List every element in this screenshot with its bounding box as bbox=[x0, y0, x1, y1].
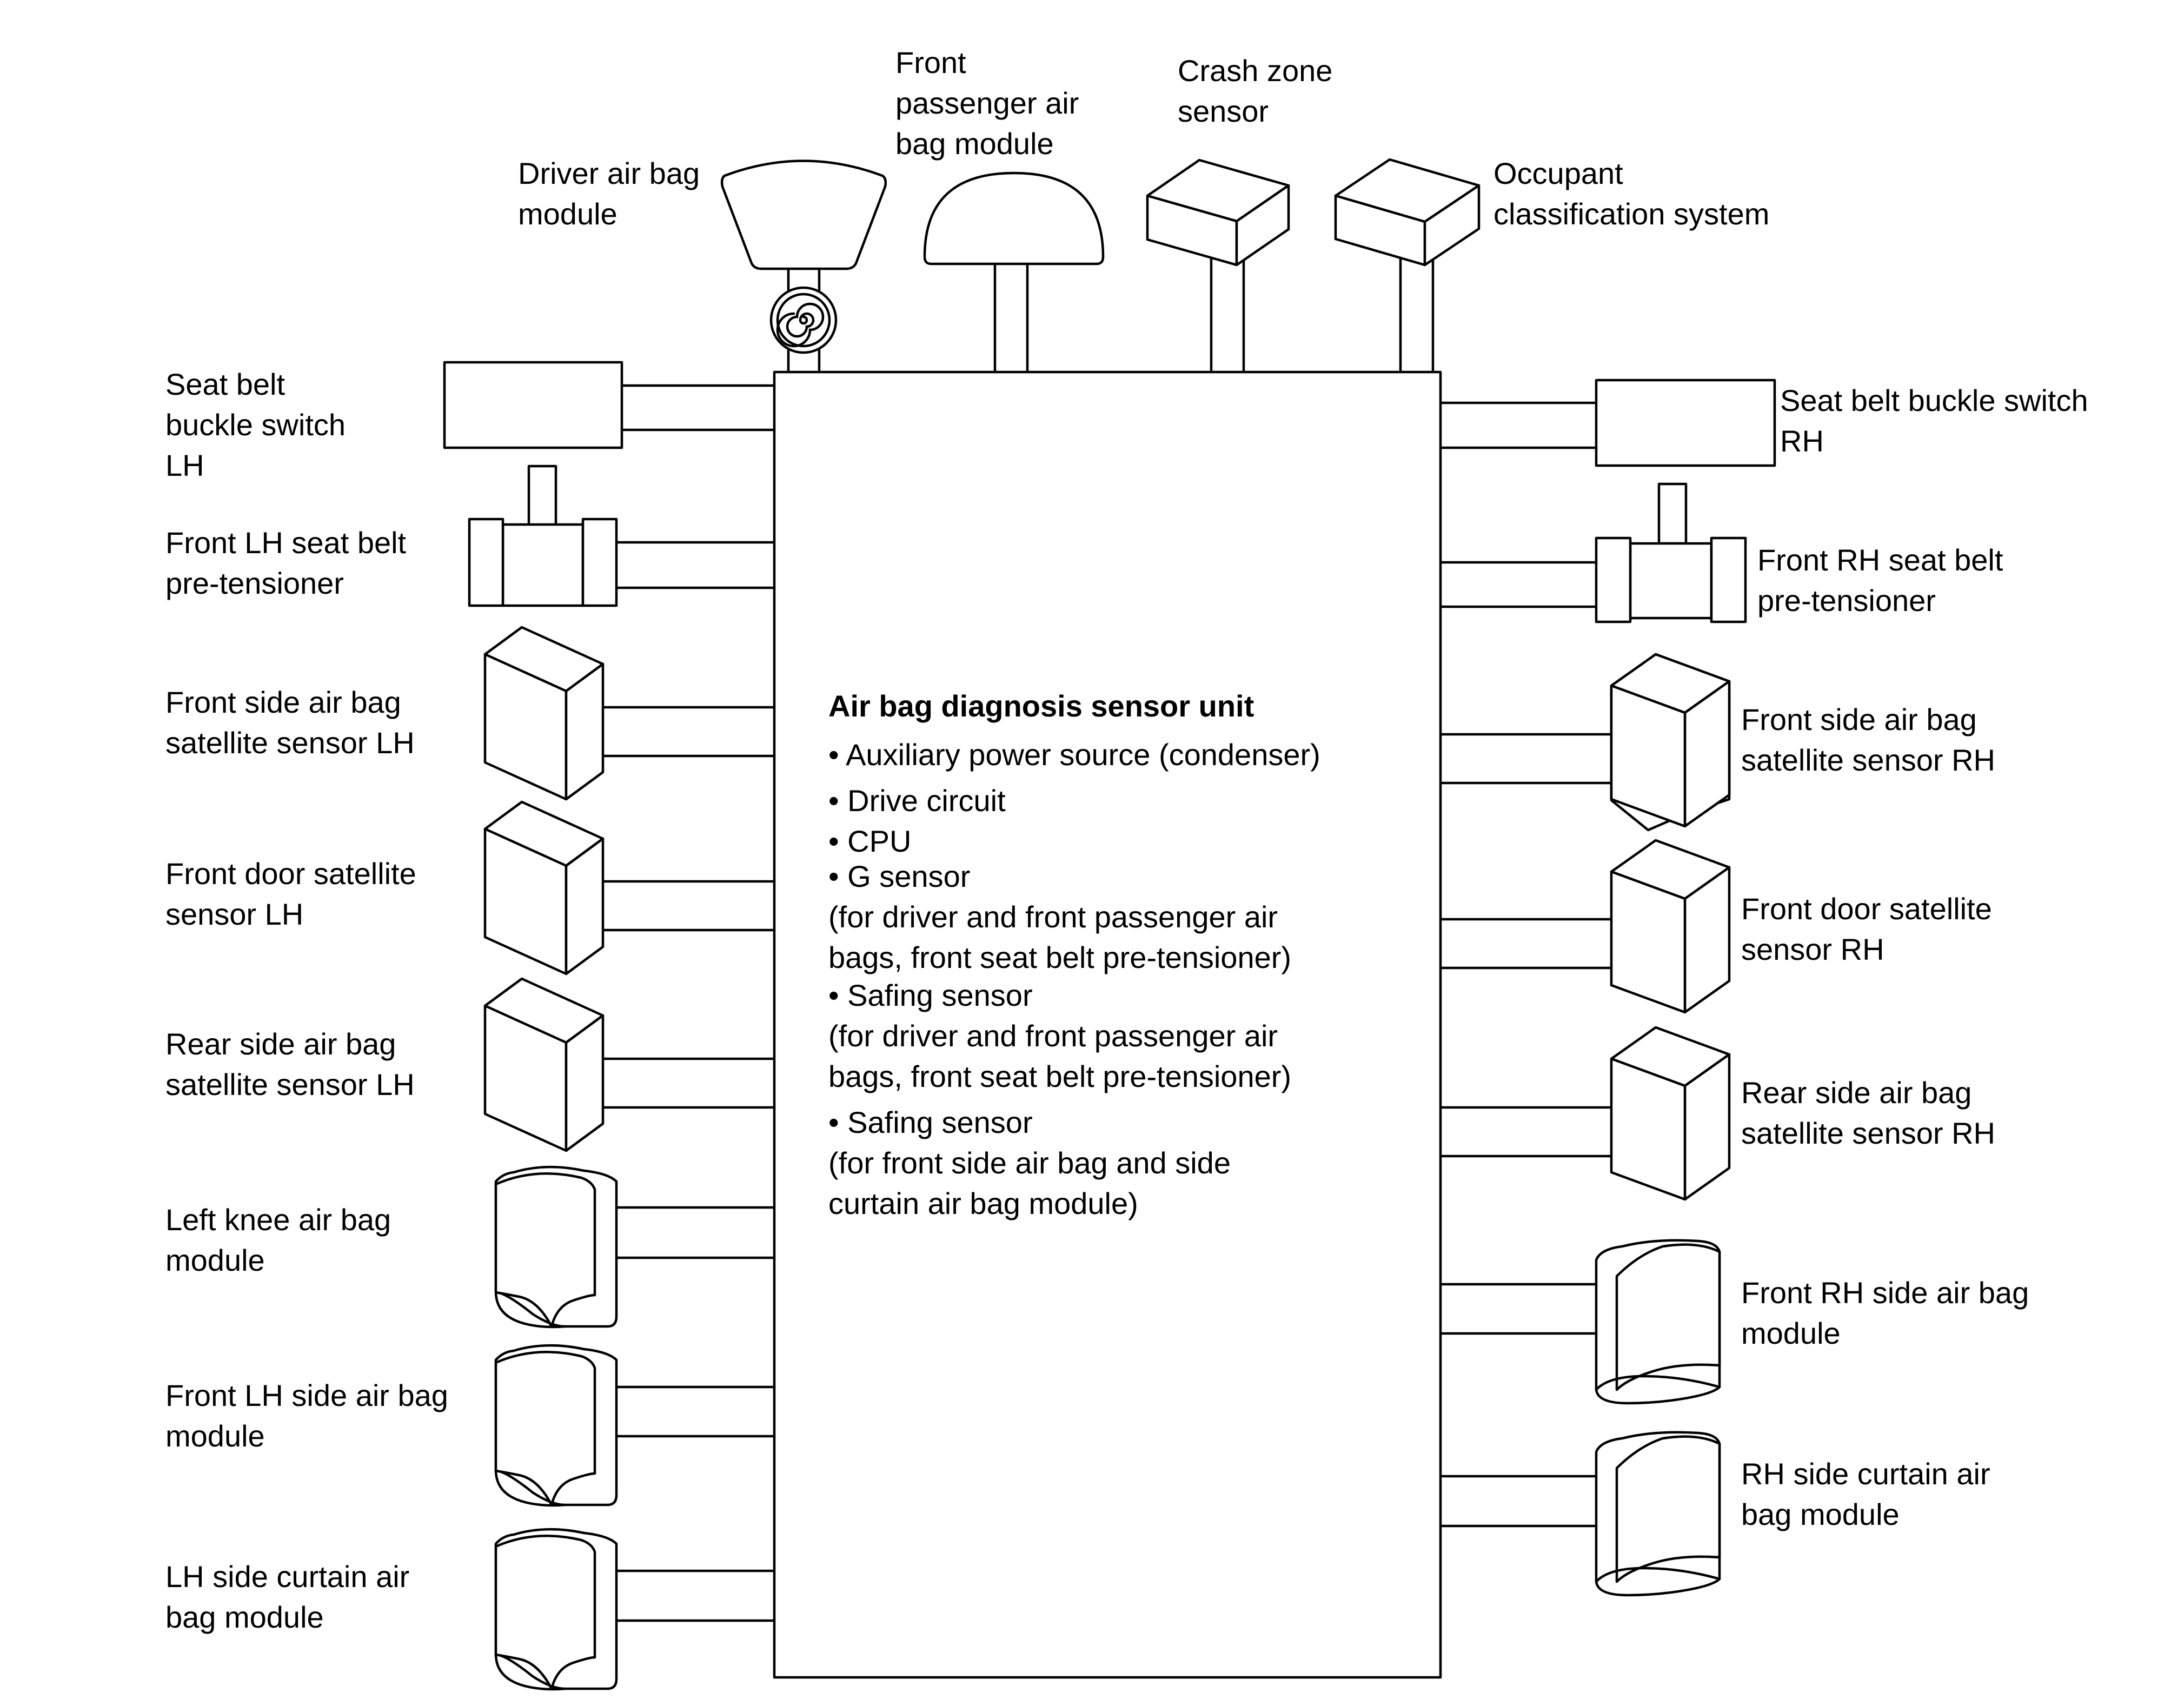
label: Front LH side air bag bbox=[165, 1378, 448, 1412]
label: Driver air bag bbox=[518, 156, 700, 190]
unit-line: bags, front seat belt pre-tensioner) bbox=[828, 940, 1291, 974]
airbag-module-icon bbox=[1615, 1435, 1721, 1583]
label: Crash zone bbox=[1178, 54, 1332, 88]
label: module bbox=[165, 1243, 265, 1277]
label: satellite sensor LH bbox=[165, 1067, 415, 1101]
clock-spring-icon bbox=[769, 286, 838, 354]
steering-airbag-icon bbox=[720, 160, 887, 270]
label: LH bbox=[165, 448, 204, 482]
unit-line: • Safing sensor bbox=[828, 1105, 1033, 1139]
label: bag module bbox=[895, 127, 1054, 161]
label: buckle switch bbox=[165, 408, 346, 442]
label: sensor bbox=[1178, 94, 1269, 128]
airbag-module-icon bbox=[494, 1172, 596, 1328]
label: sensor RH bbox=[1741, 932, 1884, 966]
unit-title: Air bag diagnosis sensor unit bbox=[828, 689, 1254, 723]
front-rh-seat-belt-pretensioner: Front RH seat belt pre-tensioner bbox=[1439, 482, 2003, 623]
unit-line: (for driver and front passenger air bbox=[828, 900, 1278, 934]
label: LH side curtain air bbox=[165, 1559, 409, 1594]
label: bag module bbox=[165, 1600, 324, 1634]
unit-line: • Auxiliary power source (condenser) bbox=[828, 738, 1320, 772]
front-side-satellite-sensor-lh: Front side air bag satellite sensor LH bbox=[165, 626, 776, 801]
label: Occupant bbox=[1493, 156, 1623, 190]
label: satellite sensor RH bbox=[1741, 1116, 1995, 1150]
airbag-diagnosis-sensor-unit: Air bag diagnosis sensor unit • Auxiliar… bbox=[773, 370, 1442, 1679]
pretensioner-icon bbox=[468, 517, 504, 607]
label: Front LH seat belt bbox=[165, 526, 407, 560]
label: module bbox=[1741, 1316, 1841, 1350]
unit-line: bags, front seat belt pre-tensioner) bbox=[828, 1059, 1291, 1093]
seat-belt-buckle-switch-lh: Seat belt buckle switch LH bbox=[165, 361, 776, 482]
crash-zone-sensor: Crash zone sensor bbox=[1146, 54, 1332, 374]
left-knee-airbag-module: Left knee air bag module bbox=[165, 1165, 776, 1329]
sensor-box-icon bbox=[1423, 184, 1481, 267]
switch-box-icon bbox=[1595, 379, 1776, 467]
front-rh-side-airbag-module: Front RH side air bag module bbox=[1439, 1239, 2029, 1405]
label: satellite sensor LH bbox=[165, 726, 415, 760]
lh-side-curtain-airbag-module: LH side curtain air bag module bbox=[165, 1528, 776, 1691]
sensor-box-icon bbox=[1235, 184, 1290, 267]
rear-side-satellite-sensor-lh: Rear side air bag satellite sensor LH bbox=[165, 977, 776, 1152]
label: classification system bbox=[1493, 197, 1769, 231]
label: Front door satellite bbox=[1741, 892, 1992, 926]
label: Front side air bag bbox=[1741, 702, 1977, 736]
seat-belt-buckle-switch-rh: Seat belt buckle switch RH bbox=[1439, 379, 2088, 467]
front-lh-seat-belt-pretensioner: Front LH seat belt pre-tensioner bbox=[165, 464, 776, 607]
airbag-module-icon bbox=[494, 1351, 596, 1506]
unit-line: • Safing sensor bbox=[828, 978, 1033, 1012]
label: Front door satellite bbox=[165, 857, 416, 891]
unit-line: (for front side air bag and side bbox=[828, 1146, 1231, 1180]
label: Front bbox=[895, 45, 966, 79]
label: module bbox=[518, 197, 618, 231]
label: Front RH side air bag bbox=[1741, 1276, 2029, 1310]
satellite-sensor-icon bbox=[565, 1014, 605, 1152]
airbag-module-icon bbox=[1615, 1243, 1721, 1391]
driver-airbag-module: Driver air bag module bbox=[518, 156, 887, 374]
satellite-sensor-icon bbox=[565, 837, 605, 975]
label: sensor LH bbox=[165, 897, 303, 931]
pretensioner-icon bbox=[1595, 536, 1632, 623]
unit-line: • CPU bbox=[828, 824, 911, 858]
front-lh-side-airbag-module: Front LH side air bag module bbox=[165, 1344, 776, 1507]
label: Rear side air bag bbox=[1741, 1076, 1971, 1110]
label: Front RH seat belt bbox=[1757, 543, 2003, 577]
label: pre-tensioner bbox=[165, 566, 344, 600]
unit-line: • Drive circuit bbox=[828, 784, 1006, 818]
passenger-airbag-module: Front passenger air bag module bbox=[895, 45, 1105, 374]
label: satellite sensor RH bbox=[1741, 743, 1995, 777]
switch-box-icon bbox=[443, 361, 623, 449]
front-side-satellite-sensor-rh: Front side air bag satellite sensor RH bbox=[1439, 653, 1995, 832]
label: Rear side air bag bbox=[165, 1027, 396, 1061]
label: passenger air bbox=[895, 86, 1079, 120]
occupant-classification-system: Occupant classification system bbox=[1334, 156, 1769, 374]
unit-line: • G sensor bbox=[828, 859, 970, 893]
label: Seat belt buckle switch bbox=[1780, 383, 2088, 417]
label: Front side air bag bbox=[165, 685, 401, 719]
rh-side-curtain-airbag-module: RH side curtain air bag module bbox=[1439, 1431, 1990, 1597]
rear-side-satellite-sensor-rh: Rear side air bag satellite sensor RH bbox=[1439, 1026, 1995, 1201]
satellite-sensor-icon bbox=[565, 662, 605, 801]
front-door-satellite-sensor-lh: Front door satellite sensor LH bbox=[165, 800, 776, 975]
front-door-satellite-sensor-rh: Front door satellite sensor RH bbox=[1439, 839, 1992, 1014]
label: Left knee air bag bbox=[165, 1203, 391, 1237]
label: RH side curtain air bbox=[1741, 1457, 1990, 1491]
label: Seat belt bbox=[165, 367, 285, 401]
passenger-airbag-icon bbox=[923, 171, 1105, 266]
unit-line: (for driver and front passenger air bbox=[828, 1019, 1278, 1053]
airbag-module-icon bbox=[494, 1535, 596, 1690]
label: bag module bbox=[1741, 1497, 1900, 1531]
label: module bbox=[165, 1419, 265, 1453]
label: pre-tensioner bbox=[1757, 583, 1936, 618]
unit-line: curtain air bag module) bbox=[828, 1186, 1138, 1220]
label: RH bbox=[1780, 424, 1824, 458]
